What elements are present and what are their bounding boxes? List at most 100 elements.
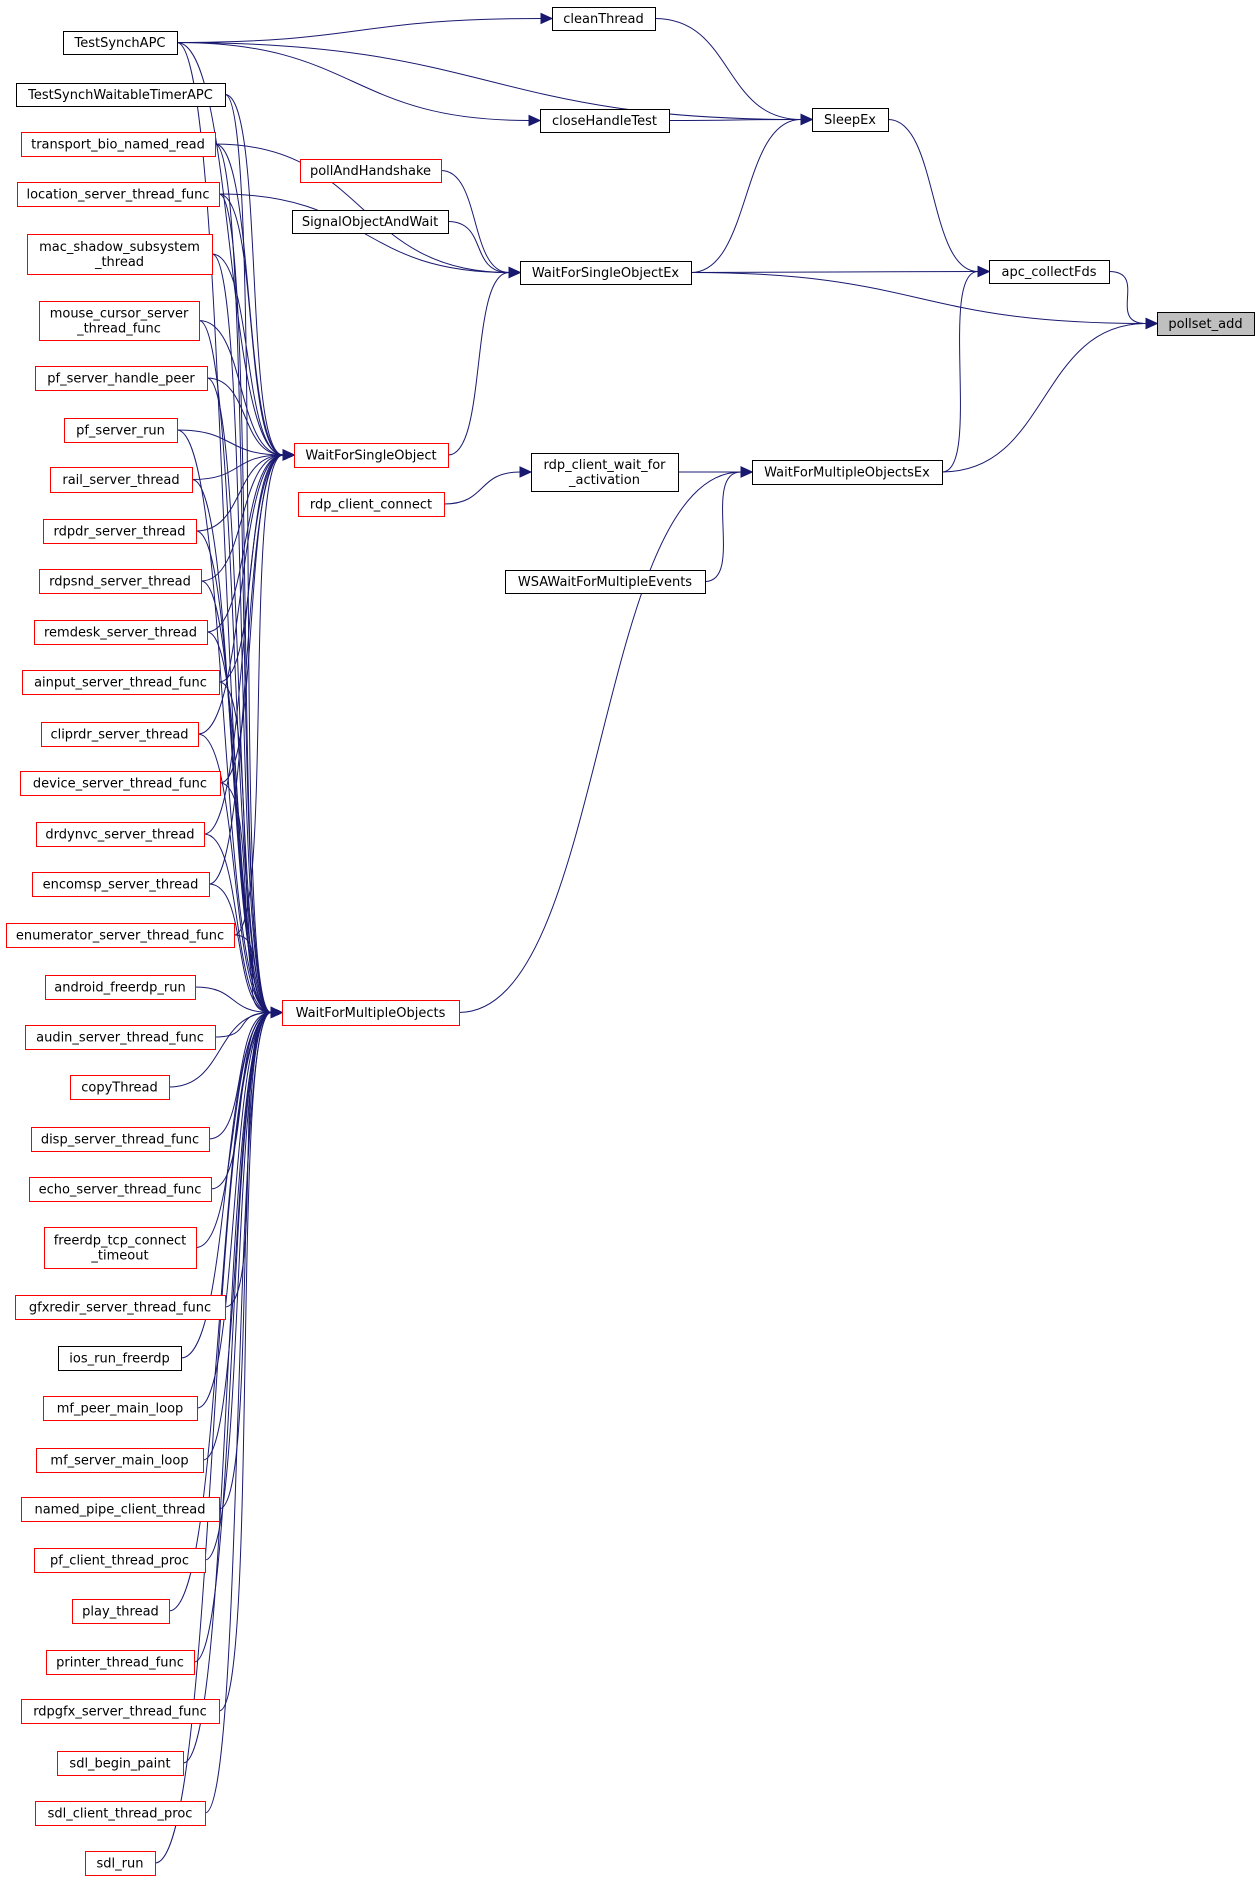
node-play-thread[interactable]: play_thread <box>72 1599 170 1624</box>
node-label: _thread <box>94 255 144 270</box>
node-box <box>27 234 213 275</box>
node-location-server-thread-func[interactable]: location_server_thread_func <box>17 182 220 207</box>
node-close-handle-test[interactable]: closeHandleTest <box>540 109 670 133</box>
node-label: drdynvc_server_thread <box>45 828 194 843</box>
node-audin-server-thread-func[interactable]: audin_server_thread_func <box>25 1025 216 1050</box>
node-pollset-add[interactable]: pollset_add <box>1157 312 1255 336</box>
node-label: copyThread <box>81 1081 158 1096</box>
edge-mf-server-main-loop-to-wait-for-multiple-objects <box>202 1006 284 1461</box>
node-sdl-client-thread-proc[interactable]: sdl_client_thread_proc <box>35 1801 206 1826</box>
node-label: location_server_thread_func <box>26 188 209 203</box>
node-label: sdl_run <box>97 1857 144 1872</box>
node-label: pf_server_run <box>76 424 165 439</box>
node-named-pipe-client-thread[interactable]: named_pipe_client_thread <box>21 1497 220 1522</box>
node-wait-for-single-object[interactable]: WaitForSingleObject <box>294 443 449 468</box>
node-rdp-client-connect[interactable]: rdp_client_connect <box>298 492 445 517</box>
node-mf-server-main-loop[interactable]: mf_server_main_loop <box>36 1448 204 1473</box>
node-label: WSAWaitForMultipleEvents <box>518 575 692 590</box>
node-layer: pollset_add apc_collectFds SleepEx cleanThr… <box>6 7 1255 1876</box>
node-android-freerdp-run[interactable]: android_freerdp_run <box>45 975 196 1000</box>
node-transport-bio-named-read[interactable]: transport_bio_named_read <box>21 132 216 157</box>
node-label: transport_bio_named_read <box>31 138 205 153</box>
node-pf-server-run[interactable]: pf_server_run <box>64 418 178 443</box>
node-box <box>85 1851 156 1876</box>
node-label: _timeout <box>90 1249 148 1264</box>
node-rdpgfx-server-thread-func[interactable]: rdpgfx_server_thread_func <box>21 1699 220 1724</box>
node-copy-thread[interactable]: copyThread <box>70 1075 170 1100</box>
node-label: rdp_client_connect <box>310 498 432 513</box>
node-pf-server-handle-peer[interactable]: pf_server_handle_peer <box>35 366 208 391</box>
edge-wait-for-multiple-objects-ex-to-pollset-add <box>941 317 1159 473</box>
node-device-server-thread-func[interactable]: device_server_thread_func <box>20 771 221 796</box>
node-box <box>29 1177 212 1202</box>
node-gfxredir-server-thread-func[interactable]: gfxredir_server_thread_func <box>15 1295 226 1320</box>
node-mac-shadow-subsystem-thread[interactable]: mac_shadow_subsystem_thread <box>27 234 213 275</box>
node-wsawait-for-multiple-events[interactable]: WSAWaitForMultipleEvents <box>505 570 706 594</box>
node-box <box>57 1751 184 1776</box>
node-pf-client-thread-proc[interactable]: pf_client_thread_proc <box>34 1548 206 1573</box>
node-box <box>31 1127 210 1152</box>
node-label: SignalObjectAndWait <box>302 215 438 230</box>
node-sdl-run[interactable]: sdl_run <box>85 1851 156 1876</box>
node-rdpdr-server-thread[interactable]: rdpdr_server_thread <box>43 519 197 544</box>
node-box <box>58 1346 182 1371</box>
node-label: WaitForSingleObject <box>305 449 436 464</box>
node-label: _activation <box>568 473 640 488</box>
node-label: apc_collectFds <box>1002 265 1097 280</box>
node-rail-server-thread[interactable]: rail_server_thread <box>50 467 193 493</box>
node-rdpsnd-server-thread[interactable]: rdpsnd_server_thread <box>39 569 202 594</box>
node-enumerator-server-thread-func[interactable]: enumerator_server_thread_func <box>6 923 235 948</box>
node-label: named_pipe_client_thread <box>34 1503 205 1518</box>
node-mouse-cursor-server-thread-func[interactable]: mouse_cursor_server_thread_func <box>39 301 200 341</box>
node-printer-thread-func[interactable]: printer_thread_func <box>46 1650 195 1675</box>
edge-test-synch-apc-to-sleep-ex <box>176 42 814 126</box>
node-sdl-begin-paint[interactable]: sdl_begin_paint <box>57 1751 184 1776</box>
node-box <box>552 7 656 31</box>
node-box <box>531 453 679 492</box>
node-ainput-server-thread-func[interactable]: ainput_server_thread_func <box>22 670 220 695</box>
edge-wait-for-single-object-ex-to-sleep-ex <box>690 113 814 273</box>
node-cliprdr-server-thread[interactable]: cliprdr_server_thread <box>41 722 199 747</box>
node-ios-run-freerdp[interactable]: ios_run_freerdp <box>58 1346 182 1371</box>
node-test-synch-apc[interactable]: TestSynchAPC <box>63 31 178 55</box>
node-box <box>812 108 889 132</box>
node-wait-for-multiple-objects[interactable]: WaitForMultipleObjects <box>282 1000 460 1026</box>
node-remdesk-server-thread[interactable]: remdesk_server_thread <box>34 620 208 645</box>
node-encomsp-server-thread[interactable]: encomsp_server_thread <box>32 872 210 897</box>
node-wait-for-single-object-ex[interactable]: WaitForSingleObjectEx <box>520 261 692 285</box>
node-rdp-client-wait-for-activation[interactable]: rdp_client_wait_for_activation <box>531 453 679 492</box>
edge-pf-client-thread-proc-to-wait-for-multiple-objects <box>204 1006 284 1561</box>
node-label: rail_server_thread <box>62 473 179 488</box>
node-box <box>520 261 692 285</box>
edge-test-synch-apc-to-clean-thread <box>176 12 554 43</box>
node-sleep-ex[interactable]: SleepEx <box>812 108 889 132</box>
node-box <box>298 492 445 517</box>
edge-printer-thread-func-to-wait-for-multiple-objects <box>193 1006 284 1663</box>
node-box <box>6 923 235 948</box>
node-label: closeHandleTest <box>552 114 657 129</box>
edge-wait-for-multiple-objects-ex-to-apc-collect-fds <box>941 265 991 473</box>
node-drdynvc-server-thread[interactable]: drdynvc_server_thread <box>36 822 205 847</box>
node-label: rdpgfx_server_thread_func <box>33 1705 207 1720</box>
node-box <box>39 301 200 341</box>
node-label: rdp_client_wait_for <box>543 458 666 473</box>
node-wait-for-multiple-objects-ex[interactable]: WaitForMultipleObjectsEx <box>752 460 943 485</box>
node-poll-and-handshake[interactable]: pollAndHandshake <box>300 159 442 183</box>
node-label: rdpdr_server_thread <box>54 525 186 540</box>
edge-poll-and-handshake-to-wait-for-single-object-ex <box>440 170 522 279</box>
edge-test-synch-apc-to-close-handle-test <box>176 42 542 127</box>
node-freerdp-tcp-connect-timeout[interactable]: freerdp_tcp_connect_timeout <box>44 1227 197 1269</box>
node-box <box>36 1448 204 1473</box>
node-clean-thread[interactable]: cleanThread <box>552 7 656 31</box>
node-label: encomsp_server_thread <box>43 878 199 893</box>
node-box <box>540 109 670 133</box>
node-test-synch-waitable-timer-apc[interactable]: TestSynchWaitableTimerAPC <box>16 83 226 107</box>
node-label: rdpsnd_server_thread <box>49 575 191 590</box>
node-mf-peer-main-loop[interactable]: mf_peer_main_loop <box>43 1396 198 1421</box>
node-disp-server-thread-func[interactable]: disp_server_thread_func <box>31 1127 210 1152</box>
node-echo-server-thread-func[interactable]: echo_server_thread_func <box>29 1177 212 1202</box>
node-box <box>21 1699 220 1724</box>
node-signal-object-and-wait[interactable]: SignalObjectAndWait <box>292 210 449 234</box>
node-apc-collect-fds[interactable]: apc_collectFds <box>989 260 1110 284</box>
